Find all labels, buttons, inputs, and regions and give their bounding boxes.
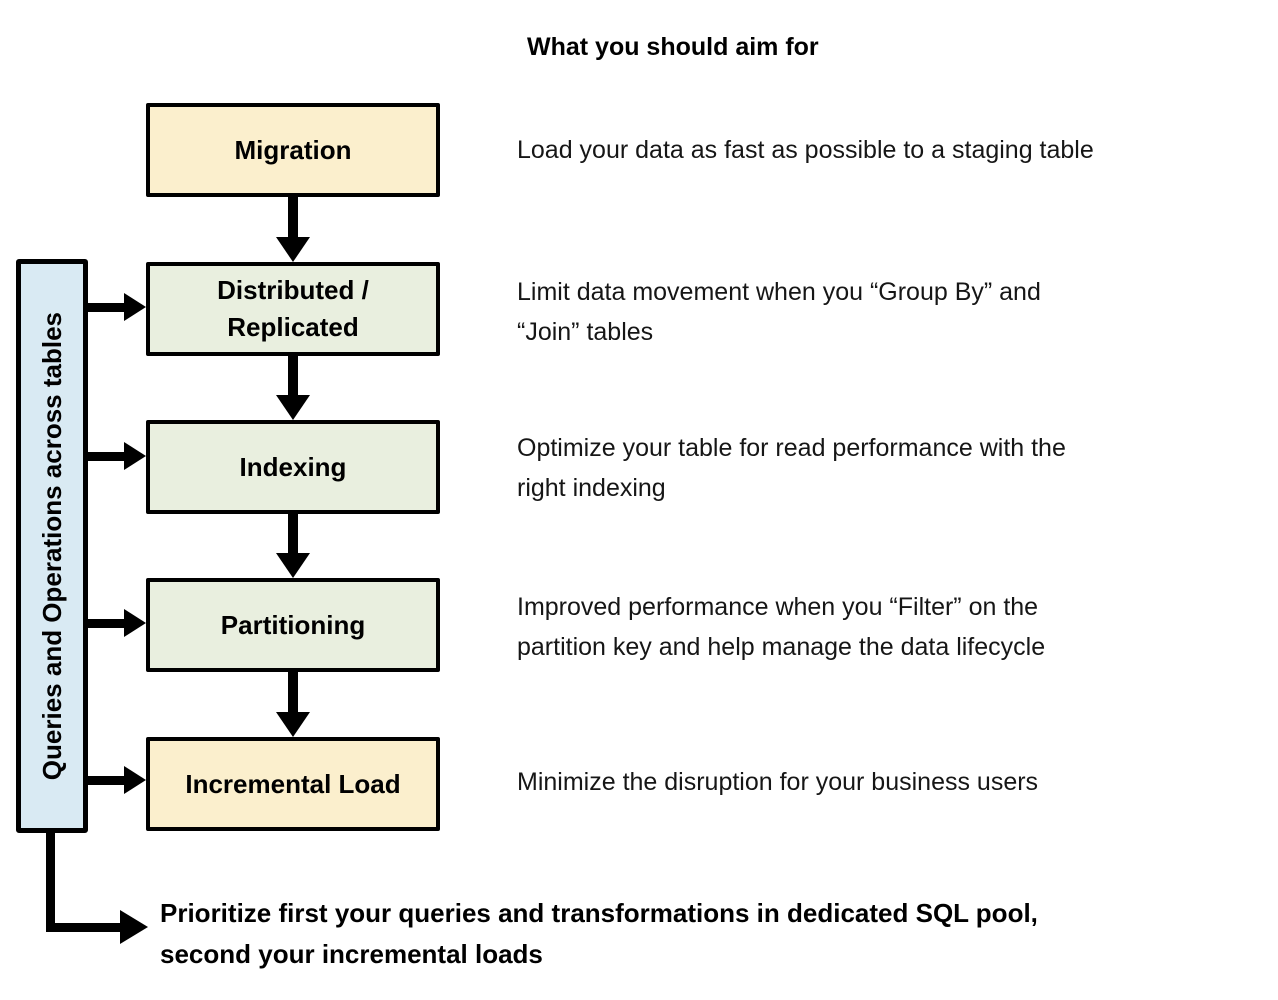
flow-step-label: Partitioning <box>220 609 366 640</box>
flow-step-label: Migration <box>234 134 352 165</box>
aim-line: Minimize the disruption for your busines… <box>517 768 1039 796</box>
arrow-right-icon <box>124 609 146 637</box>
arrow-stem-horizontal <box>46 923 120 932</box>
footer-line: second your incremental loads <box>160 939 543 969</box>
arrow-right-icon <box>124 766 146 794</box>
flow-step-label: Distributed / Replicated <box>217 275 369 342</box>
aim-line: Optimize your table for read performance… <box>517 434 1066 462</box>
column-heading: What you should aim for <box>527 33 819 61</box>
aim-text-incremental-load: Minimize the disruption for your busines… <box>517 762 1247 802</box>
arrow-stem <box>88 452 126 461</box>
arrow-right-icon <box>120 910 148 944</box>
arrow-stem <box>88 303 126 312</box>
arrow-stem-vertical <box>46 833 55 932</box>
arrow-right-icon <box>124 293 146 321</box>
sidebar-label: Queries and Operations across tables <box>36 311 67 781</box>
aim-text-partitioning: Improved performance when you “Filter” o… <box>517 587 1247 667</box>
aim-line: Load your data as fast as possible to a … <box>517 136 1094 164</box>
aim-line: right indexing <box>517 474 666 502</box>
flow-step-distributed-replicated: Distributed / Replicated <box>146 262 440 356</box>
arrow-stem <box>88 619 126 628</box>
flow-step-label: Incremental Load <box>185 768 401 799</box>
aim-line: Limit data movement when you “Group By” … <box>517 278 1041 306</box>
queries-operations-sidebar: Queries and Operations across tables <box>16 259 88 833</box>
footer-priority-note: Prioritize first your queries and transf… <box>160 893 1240 975</box>
flow-step-migration: Migration <box>146 103 440 197</box>
aim-line: Improved performance when you “Filter” o… <box>517 593 1039 621</box>
arrow-stem <box>288 355 298 395</box>
arrow-right-icon <box>124 442 146 470</box>
arrow-down-icon <box>276 395 310 420</box>
arrow-down-icon <box>276 553 310 578</box>
arrow-down-icon <box>276 237 310 262</box>
aim-text-migration: Load your data as fast as possible to a … <box>517 130 1247 170</box>
flow-step-partitioning: Partitioning <box>146 578 440 672</box>
aim-text-distributed-replicated: Limit data movement when you “Group By” … <box>517 272 1247 352</box>
arrow-stem <box>288 197 298 237</box>
aim-line: partition key and help manage the data l… <box>517 633 1046 661</box>
flow-step-label: Indexing <box>239 451 347 482</box>
footer-line: Prioritize first your queries and transf… <box>160 898 1038 928</box>
aim-text-indexing: Optimize your table for read performance… <box>517 428 1247 508</box>
flow-step-incremental-load: Incremental Load <box>146 737 440 831</box>
aim-line: “Join” tables <box>517 318 654 346</box>
arrow-stem <box>288 513 298 553</box>
arrow-stem <box>288 671 298 712</box>
flow-step-indexing: Indexing <box>146 420 440 514</box>
arrow-down-icon <box>276 712 310 737</box>
arrow-stem <box>88 776 126 785</box>
